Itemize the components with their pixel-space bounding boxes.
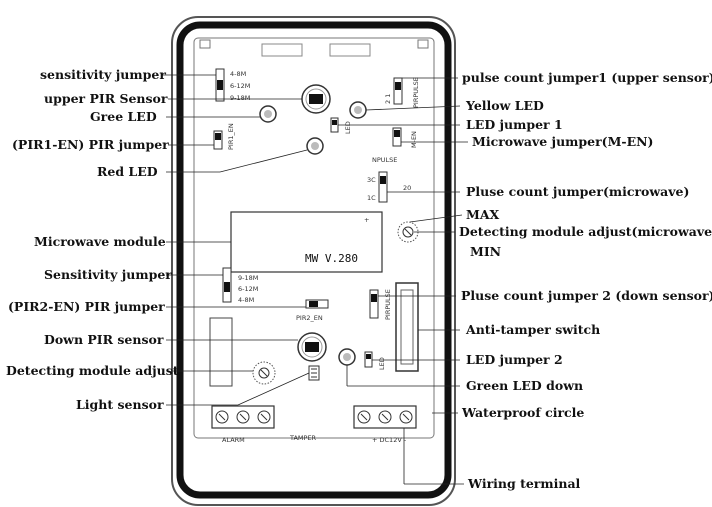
anti-tamper-switch [395, 282, 419, 372]
pulse-count-jumper-microwave: NPULSE 3C 1C 20 [367, 156, 411, 203]
yellow-led [349, 101, 367, 119]
label-led-jumper-1: LED jumper 1 [466, 117, 563, 132]
label-sensitivity-jumper-upper: sensitivity jumper [40, 67, 166, 82]
sens-lower-3: 4-8M [238, 296, 254, 304]
led2-text: LED [378, 357, 386, 370]
sensitivity-jumper-upper: 4-8M 6-12M 9-18M [215, 68, 250, 102]
sens-lower-1: 9-18M [238, 274, 258, 282]
green-led-upper [259, 105, 277, 123]
label-pir2-jumper: (PIR2-EN) PIR jumper [8, 299, 165, 314]
pir1-jumper: PIR1_EN [213, 123, 235, 150]
label-sensitivity-jumper-lower: Sensitivity jumper [44, 267, 172, 282]
board-slot-top-right [329, 43, 371, 57]
upper-pir-sensor [301, 84, 331, 114]
label-microwave-jumper: Microwave jumper(M-EN) [472, 134, 653, 149]
label-upper-pir-sensor: upper PIR Sensor [44, 91, 168, 106]
term-left-text: ALARM [222, 436, 245, 444]
pir2-jumper: PIR2_EN [296, 299, 329, 322]
label-green-led-upper: Gree LED [90, 109, 157, 124]
pulse-count-jumper-2: PIRPULSE [369, 289, 392, 320]
led1-text: LED [344, 121, 352, 134]
label-microwave-module: Microwave module [34, 234, 166, 249]
label-max: MAX [466, 207, 500, 222]
led-jumper-1: LED [330, 117, 352, 134]
label-led-jumper-2: LED jumper 2 [466, 352, 563, 367]
label-yellow-led: Yellow LED [465, 98, 544, 113]
microwave-jumper-men: M-EN [392, 127, 418, 148]
label-pulse-count-microwave: Pluse count jumper(microwave) [466, 184, 689, 199]
light-sensor [308, 365, 320, 381]
enclosure-seal [176, 21, 452, 499]
pulse2-text: PIRPULSE [384, 289, 392, 320]
left-component-block [209, 317, 233, 387]
mwen-text: M-EN [410, 131, 418, 148]
sensitivity-jumper-lower: 9-18M 6-12M 4-8M [222, 267, 258, 304]
label-red-led: Red LED [97, 164, 158, 179]
sens-upper-2: 6-12M [230, 82, 250, 90]
pulse1-nums: 2 1 [384, 94, 392, 104]
label-down-pir-sensor: Down PIR sensor [44, 332, 164, 347]
label-wiring-terminal: Wiring terminal [467, 476, 581, 491]
board-notch-left [199, 39, 211, 49]
red-led [306, 137, 324, 155]
pir2-text: PIR2_EN [296, 314, 323, 322]
term-right-text: + DC12V - [372, 436, 407, 444]
detecting-adjust-pot [252, 361, 276, 385]
npulse-text: NPULSE [372, 156, 397, 164]
green-led-down [338, 348, 356, 366]
label-pir1-jumper: (PIR1-EN) PIR jumper [12, 137, 169, 152]
led-jumper-2: LED [364, 351, 386, 370]
label-anti-tamper: Anti-tamper switch [465, 322, 600, 337]
pir1-text: PIR1_EN [227, 123, 235, 150]
label-waterproof-circle: Waterproof circle [461, 405, 584, 420]
sens-upper-1: 4-8M [230, 70, 246, 78]
sens-lower-2: 6-12M [238, 285, 258, 293]
terminal-block-right [353, 405, 417, 429]
pulse1-text: PIRPULSE [412, 77, 420, 108]
terminal-block-left [211, 405, 275, 429]
label-pulse-count-jumper-2: Pluse count jumper 2 (down sensor) [461, 288, 712, 303]
microwave-module: MW V.280 + [230, 211, 383, 273]
label-min: MIN [470, 244, 501, 259]
label-light-sensor: Light sensor [76, 397, 164, 412]
sens-upper-3: 9-18M [230, 94, 250, 102]
pulse-count-jumper-1: 2 1 PIRPULSE [384, 77, 420, 108]
board-slot-top [261, 43, 303, 57]
label-green-led-down: Green LED down [466, 378, 583, 393]
p3c-text: 3C [367, 176, 376, 184]
p1c-text: 1C [367, 194, 376, 202]
callout-lines [162, 74, 468, 485]
enclosure-outer [171, 16, 456, 506]
pcb-board [193, 37, 435, 439]
mw-module-text: MW V.280 [305, 252, 358, 265]
down-pir-sensor [297, 332, 327, 362]
p20-text: 20 [403, 184, 411, 192]
board-notch-right [417, 39, 429, 49]
label-detecting-adjust: Detecting module adjust [6, 363, 179, 378]
label-pulse-count-jumper-1: pulse count jumper1 (upper sensor) [462, 70, 712, 85]
term-mid-text: TAMPER [289, 434, 317, 442]
mw-mark: + [364, 216, 369, 224]
label-microwave-adjust: Detecting module adjust(microwave) [459, 224, 712, 239]
